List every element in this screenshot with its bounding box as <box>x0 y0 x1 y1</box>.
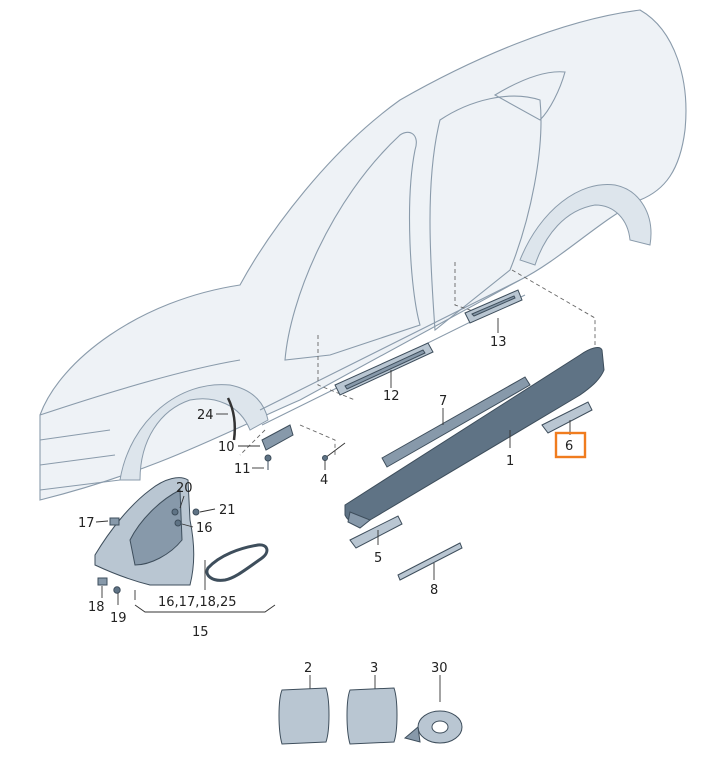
item-2-packet[interactable] <box>278 687 330 745</box>
callout-3: 3 <box>370 661 378 676</box>
callout-24: 24 <box>197 408 214 423</box>
callout-11: 11 <box>234 462 251 477</box>
part-24-seal[interactable] <box>226 397 236 441</box>
part-13-inlay <box>471 295 516 317</box>
callout-4: 4 <box>320 473 328 488</box>
callout-6-highlight <box>554 431 587 459</box>
part-7-trim-strip[interactable] <box>381 376 531 468</box>
part-5-bracket[interactable] <box>349 515 403 549</box>
item-3-packet[interactable] <box>346 687 398 745</box>
callout-16-17-18-25: 16,17,18,25 <box>158 595 237 610</box>
part-21-screw[interactable] <box>192 508 200 516</box>
part-25-gasket[interactable] <box>205 543 269 582</box>
part-8-strip[interactable] <box>397 542 463 581</box>
callout-21: 21 <box>219 503 236 518</box>
part-20-clip[interactable] <box>171 508 179 516</box>
front-bumper-line <box>39 429 121 491</box>
part-1-sill-cover-lower <box>347 511 371 529</box>
car-body <box>39 9 687 501</box>
callout-7: 7 <box>439 394 447 409</box>
part-12-inlay <box>344 349 426 390</box>
callout-15: 15 <box>192 625 209 640</box>
callout-30: 30 <box>431 661 448 676</box>
callout-1: 1 <box>506 454 514 469</box>
item-30-tape-core <box>431 720 449 734</box>
part-16-clip[interactable] <box>174 519 182 527</box>
callout-16: 16 <box>196 521 213 536</box>
front-wheel-arch <box>119 384 269 481</box>
part-18-clip[interactable] <box>97 577 108 586</box>
callout-8: 8 <box>430 583 438 598</box>
callout-6: 6 <box>565 439 573 454</box>
accessory-packets <box>278 687 463 745</box>
rear-wheel-arch <box>519 183 652 266</box>
callout-20: 20 <box>176 481 193 496</box>
callout-19: 19 <box>110 611 127 626</box>
part-11-screw-head <box>264 454 272 462</box>
hood-line <box>39 359 241 416</box>
callout-5: 5 <box>374 551 382 566</box>
front-door-opening <box>284 131 421 361</box>
callout-10: 10 <box>218 440 235 455</box>
callout-17: 17 <box>78 516 95 531</box>
sill-line <box>259 279 521 411</box>
part-4-clip-head <box>322 455 328 461</box>
callouts: 1 2 3 4 5 6 7 8 10 11 12 13 15 16 16,17,… <box>78 335 587 676</box>
item-30-tape-end <box>403 726 421 743</box>
callout-13: 13 <box>490 335 507 350</box>
part-15-wheel-liner-shade <box>129 489 183 566</box>
car-roof <box>39 9 687 501</box>
part-17-clip[interactable] <box>109 517 120 526</box>
part-4-clip[interactable] <box>324 442 346 459</box>
rear-quarter-window <box>493 71 566 121</box>
part-10-bracket[interactable] <box>261 424 294 451</box>
rear-door-opening <box>429 95 542 332</box>
part-6-bracket[interactable] <box>541 401 593 434</box>
callout-18: 18 <box>88 600 105 615</box>
callout-12: 12 <box>383 389 400 404</box>
part-19-screw[interactable] <box>113 586 121 594</box>
callout-2: 2 <box>304 661 312 676</box>
leader-lines <box>95 318 571 702</box>
